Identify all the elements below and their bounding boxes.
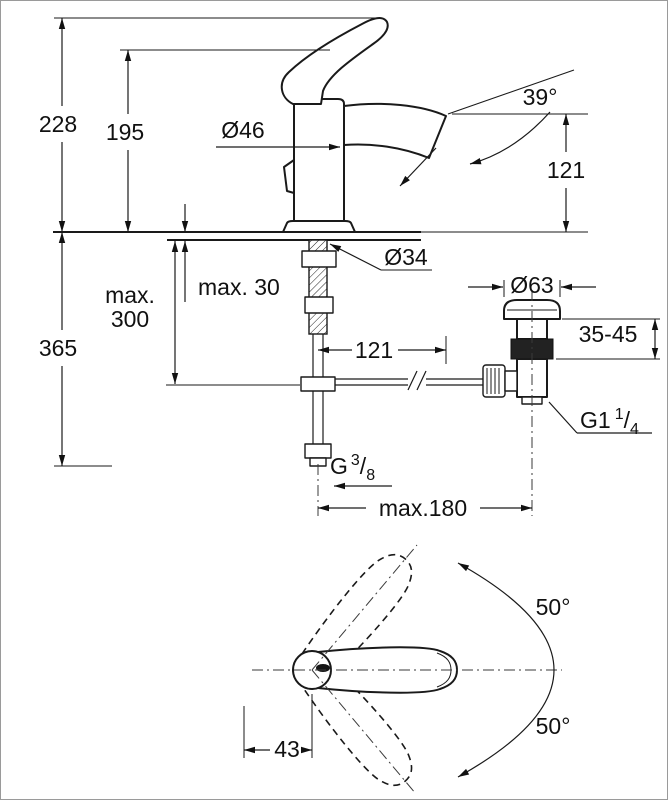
angle-arc — [469, 111, 551, 165]
dim-max-spacing-label: max.180 — [379, 495, 467, 521]
dim-overall-height: 228 — [39, 18, 77, 232]
dim-shank-diameter: Ø34 — [329, 243, 432, 271]
dim-handle-offset-label: 43 — [274, 736, 300, 762]
knob-outline — [482, 364, 506, 398]
waste-knurled-knob — [482, 364, 506, 398]
dimensions-plan-view: 50° 50° 43 — [243, 594, 571, 762]
dim-clamping-range-label: 35-45 — [579, 321, 638, 347]
dim-outlet-height-label: 121 — [547, 157, 585, 183]
dim-swing-up-label: 50° — [536, 594, 571, 620]
mounting-nut — [301, 250, 337, 268]
handle-centerline-lower — [311, 669, 417, 795]
plan-view-handle: 50° 50° 43 — [243, 543, 571, 797]
dim-flange-diameter: Ø63 — [468, 272, 596, 298]
base-escutcheon — [282, 220, 356, 233]
dim-overall-depth: 365 — [39, 232, 77, 466]
rod-break-mark — [416, 370, 427, 391]
leader-line — [548, 401, 578, 434]
dim-body-height: 195 — [106, 50, 144, 232]
dim-spout-projection-label: 121 — [355, 337, 393, 363]
dim-outlet-height: 121 — [547, 114, 585, 232]
flow-direction-arrow — [399, 147, 437, 187]
dim-spout-projection: 121 — [318, 337, 446, 363]
dim-flange-diameter-label: Ø63 — [510, 272, 553, 298]
angle-reference-line — [447, 69, 575, 115]
dim-body-diameter: Ø46 — [216, 117, 340, 151]
lever-handle — [280, 16, 389, 105]
dim-deck-thickness: max. 30 — [181, 204, 280, 302]
dim-mounting-depth: max. 300 — [105, 241, 179, 384]
rod-clamp — [300, 376, 336, 392]
side-view-faucet — [53, 16, 588, 467]
pop-up-rod — [335, 370, 483, 391]
swing-arc — [457, 562, 555, 778]
dim-mounting-depth-label-2: 300 — [111, 306, 149, 332]
dim-deck-thickness-label: max. 30 — [198, 274, 280, 300]
dim-spout-angle: 39° — [399, 69, 575, 187]
dim-clamping-range: 35-45 — [556, 318, 660, 360]
lever-tail — [283, 159, 295, 194]
knob-stem — [504, 370, 518, 392]
dim-overall-depth-label: 365 — [39, 335, 77, 361]
handle-button — [316, 664, 330, 672]
dim-max-spacing: max.180 — [318, 495, 532, 521]
dim-handle-offset: 43 — [243, 694, 313, 762]
dim-shank-diameter-label: Ø34 — [384, 244, 428, 270]
dim-body-diameter-label: Ø46 — [221, 117, 264, 143]
dim-swing-down-label: 50° — [536, 713, 571, 739]
shank-fitting — [304, 296, 334, 314]
dim-overall-height-label: 228 — [39, 111, 77, 137]
handle-centerline-upper — [311, 544, 418, 671]
dim-body-height-label: 195 — [106, 119, 144, 145]
hose-nut — [304, 443, 332, 459]
under-deck-assembly — [300, 239, 483, 467]
spout — [343, 102, 447, 159]
faucet-body — [293, 98, 345, 223]
mounting-deck — [53, 231, 588, 241]
dim-spout-angle-label: 39° — [523, 84, 558, 110]
dimensions-side-view: 228 195 365 max. 300 max. 30 — [39, 17, 588, 521]
waste-valve — [482, 299, 561, 405]
dim-mounting-depth-label-1: max. — [105, 282, 155, 308]
rod-break-mark — [407, 370, 418, 391]
leader-line — [329, 243, 382, 271]
